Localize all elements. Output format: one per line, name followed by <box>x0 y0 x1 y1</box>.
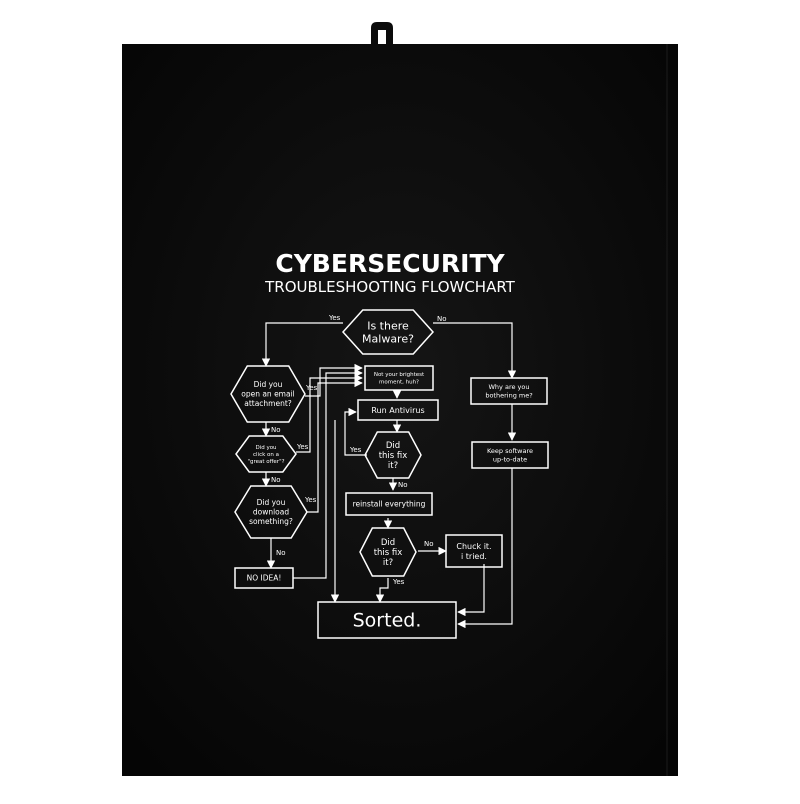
node-reinstall: reinstall everything <box>345 492 433 516</box>
node-brightest-line-1: moment, huh? <box>379 380 419 386</box>
node-malware-line-1: Malware? <box>362 332 414 345</box>
node-reinstall-line-0: reinstall everything <box>353 500 426 509</box>
label-fix1-no: No <box>398 481 408 489</box>
node-keep-line-0: Keep software <box>487 447 533 455</box>
node-download-line-2: something? <box>249 517 293 526</box>
node-antivirus-line-0: Run Antivirus <box>371 406 424 415</box>
label-malware-no: No <box>437 315 447 323</box>
node-fix2-line-2: it? <box>383 558 393 568</box>
node-keep-shape <box>471 441 549 469</box>
label-fix2-no: No <box>424 540 434 548</box>
label-fix1-yes: Yes <box>349 446 362 454</box>
node-fix2-shape <box>359 527 417 577</box>
node-download-shape <box>234 485 308 539</box>
node-sorted-shape <box>317 601 457 639</box>
node-malware-line-0: Is there <box>367 319 409 332</box>
node-fix1-line-1: this fix <box>379 451 408 461</box>
node-fix1-shape <box>364 431 422 479</box>
node-fix2-line-1: this fix <box>374 548 403 558</box>
edge-email-yes <box>305 363 363 397</box>
node-reinstall-shape <box>345 492 433 516</box>
label-download-no: No <box>276 549 286 557</box>
node-bother-line-0: Why are you <box>489 383 530 391</box>
edges <box>261 322 517 629</box>
edge-noidea <box>293 368 363 579</box>
label-offer-yes: Yes <box>296 443 309 451</box>
node-download-line-0: Did you <box>257 498 286 507</box>
node-malware-shape <box>341 309 435 355</box>
node-noidea: NO IDEA! <box>234 567 294 589</box>
node-email-line-1: open an email <box>241 390 295 399</box>
node-chuck-line-1: i tried. <box>461 552 487 561</box>
node-chuck: Chuck it.i tried. <box>445 534 503 568</box>
node-noidea-line-0: NO IDEA! <box>247 574 282 583</box>
node-noidea-shape <box>234 567 294 589</box>
node-antivirus-shape <box>357 399 439 421</box>
edge-fix2-yes <box>375 578 389 603</box>
node-keep-line-1: up-to-date <box>493 456 527 464</box>
edge-malware-yes <box>261 322 343 367</box>
edge-chuck-sorted <box>457 564 485 617</box>
label-email-yes: Yes <box>305 384 318 392</box>
edge-fix1-yes <box>344 407 367 456</box>
node-chuck-shape <box>445 534 503 568</box>
node-brightest: Not your brightest moment, huh? <box>364 365 434 391</box>
node-chuck-line-0: Chuck it. <box>456 542 491 551</box>
node-email-line-0: Did you <box>254 380 283 389</box>
edge-keep-sorted <box>457 468 513 629</box>
node-fix1-line-2: it? <box>388 461 398 471</box>
node-download-line-1: download <box>253 508 290 517</box>
node-fix1-line-0: Did <box>386 441 400 451</box>
label-email-no: No <box>271 426 281 434</box>
node-email-shape <box>230 365 306 423</box>
label-offer-no: No <box>271 476 281 484</box>
label-fix2-yes: Yes <box>392 578 405 586</box>
node-offer-line-1: click on a <box>253 452 279 458</box>
node-fix2-line-0: Did <box>381 538 395 548</box>
towel-body <box>122 44 678 776</box>
node-offer-line-0: Did you <box>255 445 276 451</box>
edge-labels: Yes No Yes No Yes No Yes No Yes No No Ye… <box>271 314 447 586</box>
edge-offer-yes <box>296 373 363 453</box>
hanging-loop <box>371 22 393 46</box>
node-sorted: Sorted. <box>317 601 457 639</box>
node-antivirus: Run Antivirus <box>357 399 439 421</box>
node-bother-shape <box>470 377 548 405</box>
edge-malware-no <box>433 322 517 379</box>
node-brightest-line-0: Not your brightest <box>374 372 425 378</box>
node-sorted-line-0: Sorted. <box>353 610 422 632</box>
chart-title: CYBERSECURITY <box>275 249 505 278</box>
edge-download-yes <box>306 378 363 513</box>
node-offer-shape <box>235 435 297 473</box>
node-brightest-shape <box>364 365 434 391</box>
node-email-line-2: attachment? <box>244 399 292 408</box>
label-download-yes: Yes <box>304 496 317 504</box>
node-bother-line-1: bothering me? <box>485 392 532 400</box>
chart-subtitle: TROUBLESHOOTING FLOWCHART <box>264 278 516 296</box>
label-malware-yes: Yes <box>328 314 341 322</box>
node-offer-line-2: "great offer"? <box>247 459 284 465</box>
